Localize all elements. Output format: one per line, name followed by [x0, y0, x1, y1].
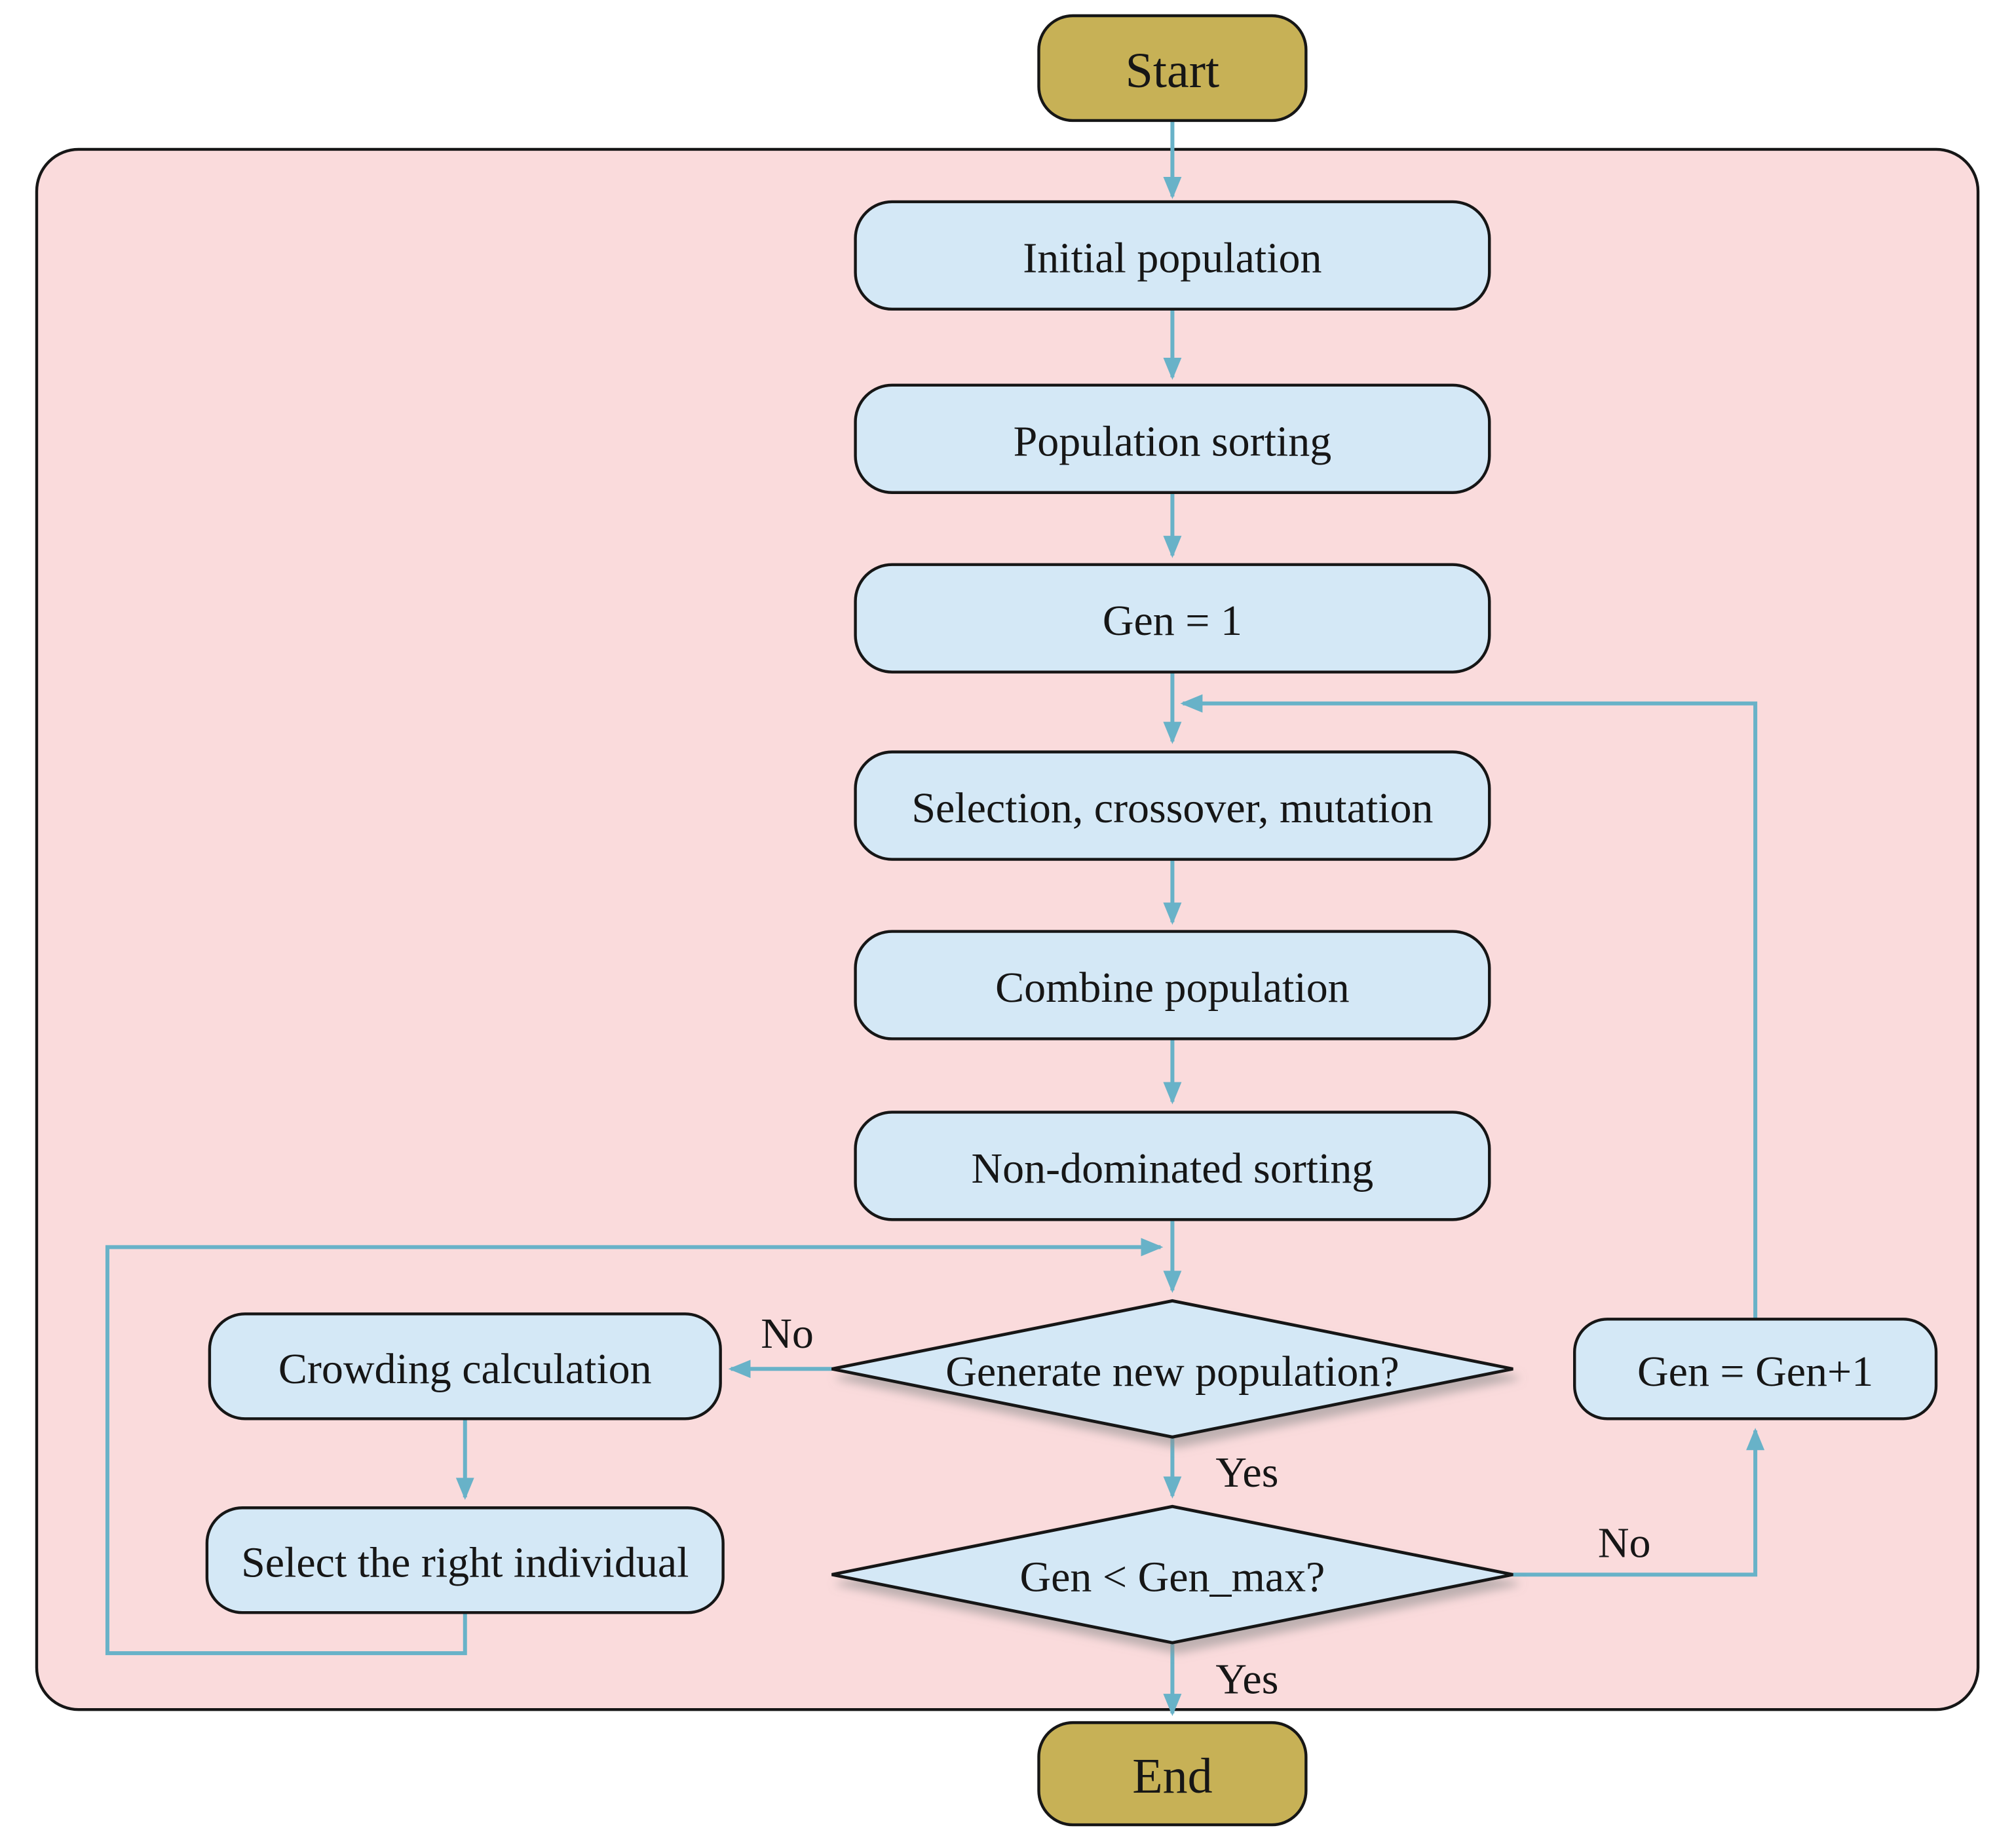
initial-population-shape — [854, 200, 1491, 311]
generate-new-population-label: Generate new population? — [945, 1348, 1399, 1396]
end-label: End — [1132, 1749, 1212, 1804]
node-gen-init: Gen = 1 — [854, 563, 1491, 674]
edge-label-generate-new-no: No — [761, 1310, 814, 1358]
edges — [105, 120, 1765, 1717]
node-select-right-individual: Select the right individual — [205, 1506, 725, 1614]
gen-increment-label: Gen = Gen+1 — [1637, 1348, 1873, 1396]
gen-init-label: Gen = 1 — [1103, 597, 1242, 645]
start-label: Start — [1126, 43, 1219, 98]
algorithm-loop-container — [35, 147, 1980, 1711]
selection-crossover-mutation-label: Selection, crossover, mutation — [911, 784, 1433, 832]
population-sorting-label: Population sorting — [1014, 417, 1332, 465]
edge-label-generate-new-yes: Yes — [1215, 1449, 1278, 1496]
node-non-dominated-sorting: Non-dominated sorting — [854, 1111, 1491, 1221]
selection-crossover-mutation-shape — [854, 750, 1491, 861]
node-population-sorting: Population sorting — [854, 383, 1491, 494]
node-combine-population: Combine population — [854, 930, 1491, 1040]
end-terminator-shape — [1037, 1721, 1308, 1827]
non-dominated-sorting-label: Non-dominated sorting — [972, 1145, 1374, 1192]
node-end: End — [1037, 1721, 1308, 1827]
non-dominated-sorting-shape — [854, 1111, 1491, 1221]
edge-gen-max-no-to-gen-increment — [1513, 1428, 1765, 1577]
gen-init-shape — [854, 563, 1491, 674]
edge-gen-increment-loop-to-selection — [1180, 694, 1758, 1320]
initial-population-label: Initial population — [1023, 234, 1322, 282]
gen-increment-shape — [1573, 1318, 1938, 1420]
edge-select-individual-loop-to-generate-new — [105, 1238, 1164, 1656]
select-right-individual-label: Select the right individual — [241, 1539, 689, 1587]
gen-max-check-diamond — [831, 1504, 1513, 1645]
node-selection-crossover-mutation: Selection, crossover, mutation — [854, 750, 1491, 861]
edge-label-gen-max-yes: Yes — [1215, 1656, 1278, 1704]
select-right-individual-shape — [205, 1506, 725, 1614]
crowding-calculation-shape — [208, 1312, 722, 1420]
edge-label-gen-max-no: No — [1598, 1519, 1651, 1567]
generate-new-population-diamond — [831, 1299, 1513, 1439]
node-gen-increment: Gen = Gen+1 — [1573, 1318, 1938, 1420]
start-terminator-shape — [1037, 14, 1308, 123]
node-crowding-calculation: Crowding calculation — [208, 1312, 722, 1420]
crowding-calculation-label: Crowding calculation — [278, 1345, 652, 1393]
population-sorting-shape — [854, 383, 1491, 494]
node-start: Start — [1037, 14, 1308, 123]
node-initial-population: Initial population — [854, 200, 1491, 311]
node-generate-new-population-decision: Generate new population? — [831, 1299, 1513, 1439]
gen-max-check-label: Gen < Gen_max? — [1019, 1554, 1325, 1601]
node-gen-max-check-decision: Gen < Gen_max? — [831, 1504, 1513, 1645]
combine-population-label: Combine population — [995, 964, 1350, 1012]
combine-population-shape — [854, 930, 1491, 1040]
